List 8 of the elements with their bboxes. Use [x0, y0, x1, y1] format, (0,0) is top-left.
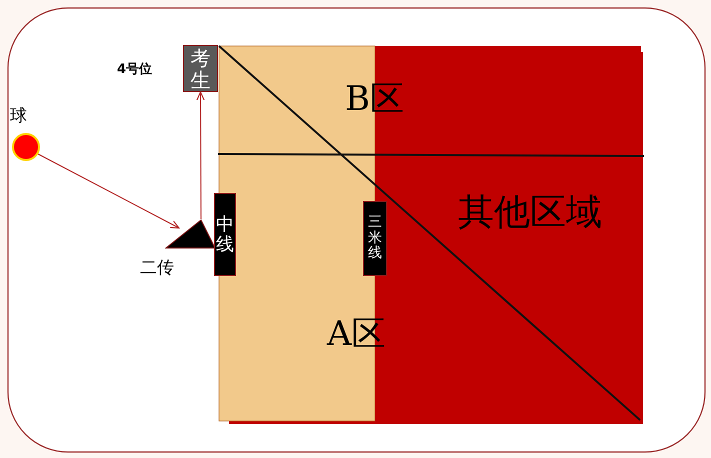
player-box: 考生 [183, 45, 218, 92]
setter-triangle [165, 219, 215, 249]
arrow [196, 91, 205, 220]
node-caption: 4号位 [117, 61, 152, 78]
node-caption: 球 [10, 105, 27, 127]
node-caption: 二传 [140, 257, 174, 279]
arrow [38, 154, 180, 229]
zone-label: 其他区域 [458, 191, 602, 235]
